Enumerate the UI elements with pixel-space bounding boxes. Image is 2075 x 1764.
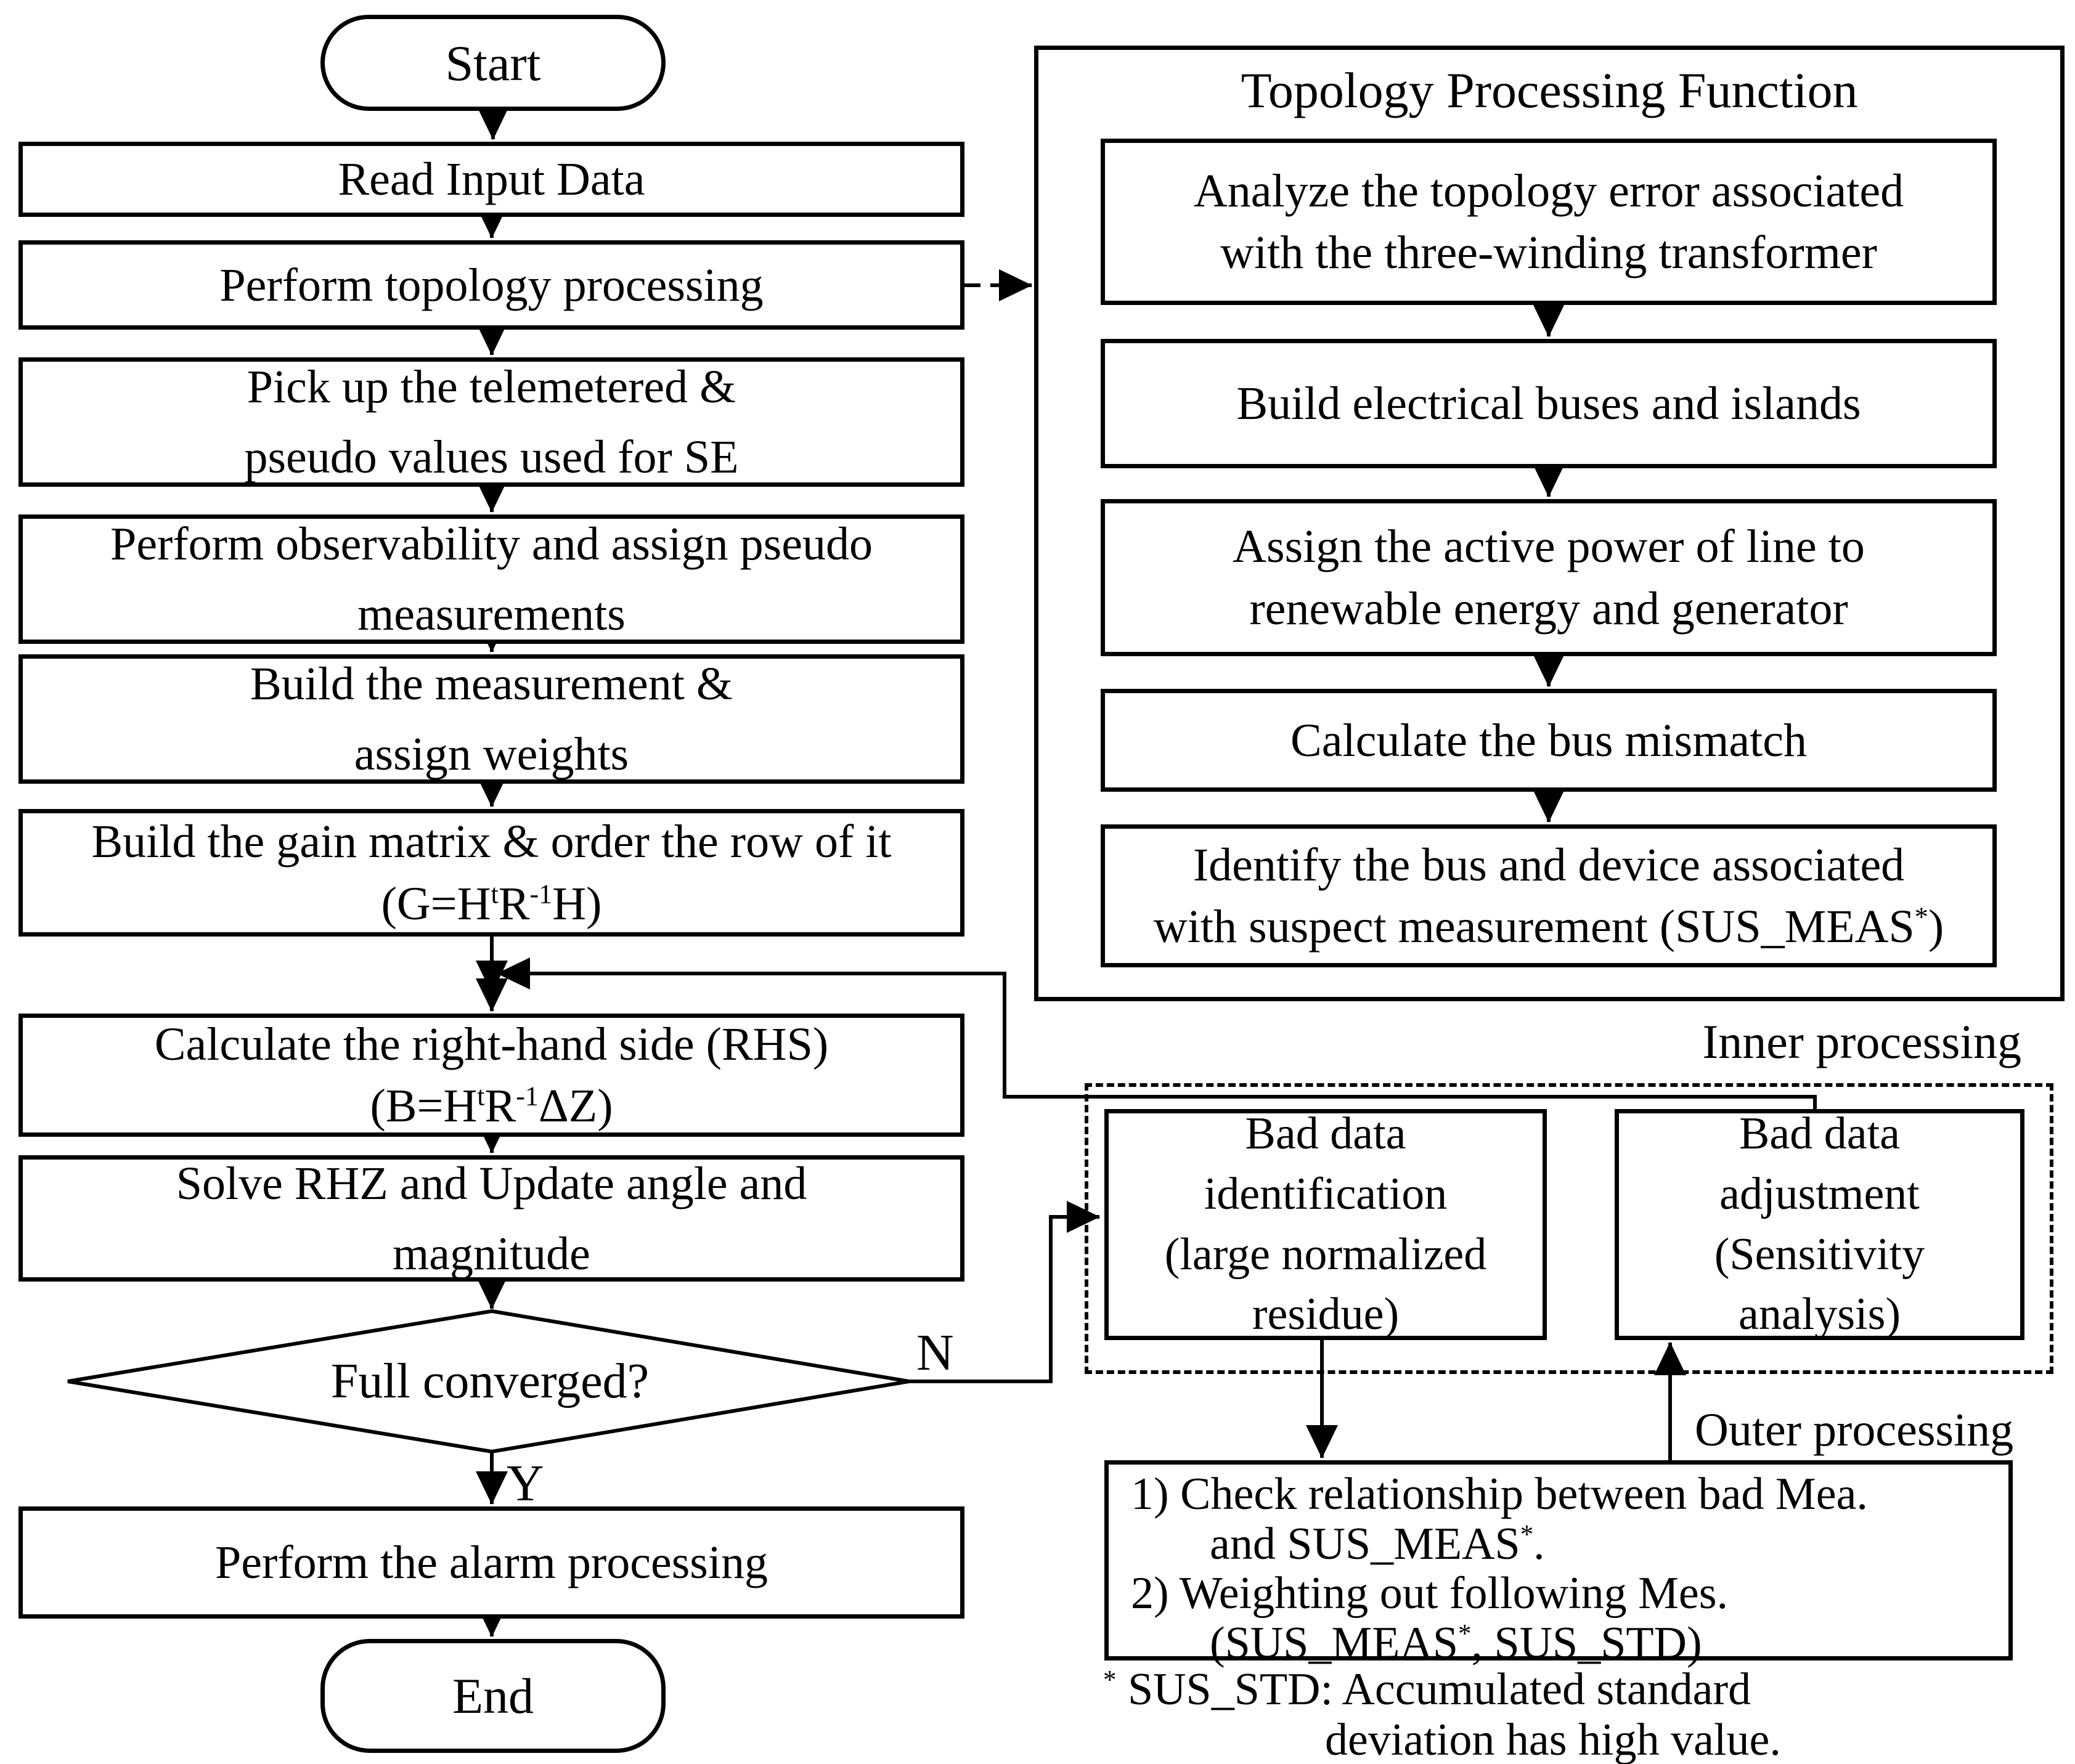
check-item2-line2-text: (SUS_MEAS [1210, 1617, 1458, 1668]
check-item2-line2-end: , SUS_STD) [1471, 1617, 1702, 1668]
step-topology-processing-label: Perform topology processing [219, 259, 764, 311]
topology-function-title: Topology Processing Function [1241, 62, 1858, 118]
step-observability: Perform observability and assign pseudo … [18, 514, 964, 644]
adjustment-line3: (Sensitivity [1714, 1229, 1925, 1280]
step-observability-line1: Perform observability and assign pseudo [110, 518, 873, 570]
step-gain-matrix-line1: Build the gain matrix & order the row of… [91, 816, 892, 868]
rhs-formula-part: R [484, 1080, 516, 1132]
topology-function-container [1034, 46, 2065, 1001]
check-item1-line2-end: . [1533, 1518, 1545, 1569]
decision-label: Full converged? [330, 1354, 650, 1409]
outer-processing-label: Outer processing [1695, 1404, 2014, 1456]
bad-data-adjustment: Bad data adjustment (Sensitivity analysi… [1615, 1108, 2024, 1340]
check-relationship-box: 1) Check relationship between bad Mea. a… [1104, 1460, 2013, 1668]
tpf-step-identify: Identify the bus and device associated w… [1101, 824, 1997, 967]
gain-formula-sup: t [491, 879, 499, 909]
step-pickup: Pick up the telemetered & pseudo values … [18, 357, 964, 487]
gain-formula-part: R [498, 877, 530, 930]
adjustment-line2: adjustment [1719, 1168, 1920, 1219]
tpf-identify-line2-close: ) [1928, 901, 1944, 953]
check-item1-line2-text: and SUS_MEAS [1210, 1518, 1520, 1569]
step-calc-rhs: Calculate the right-hand side (RHS) (B=H… [18, 1014, 964, 1137]
footnote-line1: * SUS_STD: Accumulated standard [1103, 1664, 1751, 1716]
bad-data-identification: Bad data identification (large normalize… [1104, 1108, 1547, 1340]
identification-line4: residue) [1252, 1289, 1400, 1340]
rhs-formula-sup: -1 [516, 1081, 539, 1112]
step-solve: Solve RHZ and Update angle and magnitude [18, 1155, 964, 1282]
decision-diamond [67, 1309, 910, 1454]
step-topology-processing: Perform topology processing [18, 240, 964, 330]
tpf-step-analyze: Analyze the topology error associated wi… [1101, 139, 1997, 305]
gain-matrix-formula: (G=HtR-1H) [381, 873, 602, 935]
tpf-step-assign: Assign the active power of line to renew… [1101, 499, 1997, 656]
step-gain-matrix: Build the gain matrix & order the row of… [18, 809, 964, 937]
tpf-analyze-line1: Analyze the topology error associated [1193, 165, 1904, 217]
footnote-line1-text: SUS_STD: Accumulated standard [1116, 1664, 1751, 1715]
tpf-identify-asterisk: * [1914, 901, 1928, 932]
step-read-input: Read Input Data [18, 142, 964, 217]
tpf-step-mismatch: Calculate the bus mismatch [1101, 689, 1997, 792]
adjustment-line1: Bad data [1739, 1108, 1900, 1160]
check-item1-line2: and SUS_MEAS*. [1131, 1519, 1996, 1569]
footnote-line2: deviation has high value. [1325, 1715, 1781, 1764]
check-item2-asterisk: * [1458, 1619, 1472, 1649]
gain-formula-sup: -1 [529, 879, 553, 909]
path-feedback-adjustment [497, 957, 1817, 1109]
step-build-measurement-line2: assign weights [354, 728, 629, 780]
check-item2-line1: 2) Weighting out following Mes. [1131, 1568, 1729, 1619]
inner-processing-region [1085, 1083, 2053, 1374]
tpf-identify-line2: with suspect measurement (SUS_MEAS*) [1154, 896, 1944, 957]
identification-line2: identification [1204, 1168, 1448, 1219]
tpf-assign-line1: Assign the active power of line to [1233, 521, 1865, 573]
gain-formula-part: H) [552, 877, 602, 930]
step-alarm-label: Perform the alarm processing [215, 1537, 768, 1588]
check-item2-line2: (SUS_MEAS*, SUS_STD) [1131, 1619, 1996, 1668]
inner-processing-label: Inner processing [1702, 1015, 2021, 1068]
tpf-analyze-line2: with the three-winding transformer [1220, 227, 1877, 278]
footnote-asterisk: * [1103, 1665, 1117, 1695]
start-label: Start [445, 35, 541, 91]
tpf-buses-line1: Build electrical buses and islands [1236, 378, 1861, 429]
rhs-formula-sup: t [477, 1081, 485, 1112]
step-build-measurement: Build the measurement & assign weights [18, 654, 964, 784]
step-build-measurement-line1: Build the measurement & [250, 658, 733, 710]
adjustment-line4: analysis) [1738, 1289, 1901, 1340]
end-node: End [320, 1639, 666, 1753]
step-solve-line2: magnitude [393, 1227, 590, 1280]
check-item1-line1: 1) Check relationship between bad Mea. [1131, 1469, 1868, 1519]
tpf-assign-line2: renewable energy and generator [1249, 582, 1848, 635]
rhs-formula-part: ΔZ) [538, 1080, 613, 1132]
tpf-step-buses: Build electrical buses and islands [1101, 339, 1997, 468]
step-read-input-label: Read Input Data [338, 153, 645, 205]
step-solve-line1: Solve RHZ and Update angle and [176, 1157, 807, 1209]
check-item1-asterisk: * [1520, 1520, 1534, 1549]
tpf-identify-line2-text: with suspect measurement (SUS_MEAS [1153, 901, 1915, 953]
end-label: End [452, 1668, 534, 1724]
rhs-formula-part: (B=H [370, 1080, 478, 1132]
calc-rhs-formula: (B=HtR-1ΔZ) [370, 1075, 613, 1137]
step-pickup-line1: Pick up the telemetered & [247, 361, 736, 413]
step-observability-line2: measurements [357, 588, 626, 640]
identification-line3: (large normalized [1164, 1229, 1487, 1280]
path-no-branch [909, 1201, 1100, 1383]
step-pickup-line2: pseudo values used for SE [244, 431, 739, 483]
tpf-mismatch-line1: Calculate the bus mismatch [1290, 714, 1807, 766]
no-branch-label: N [916, 1324, 954, 1381]
step-alarm: Perform the alarm processing [18, 1506, 964, 1619]
tpf-identify-line1: Identify the bus and device associated [1192, 839, 1905, 891]
gain-formula-part: (G=H [381, 877, 491, 930]
yes-branch-label: Y [507, 1455, 544, 1512]
start-node: Start [320, 15, 666, 111]
identification-line1: Bad data [1245, 1108, 1406, 1160]
step-calc-rhs-line1: Calculate the right-hand side (RHS) [154, 1018, 829, 1070]
